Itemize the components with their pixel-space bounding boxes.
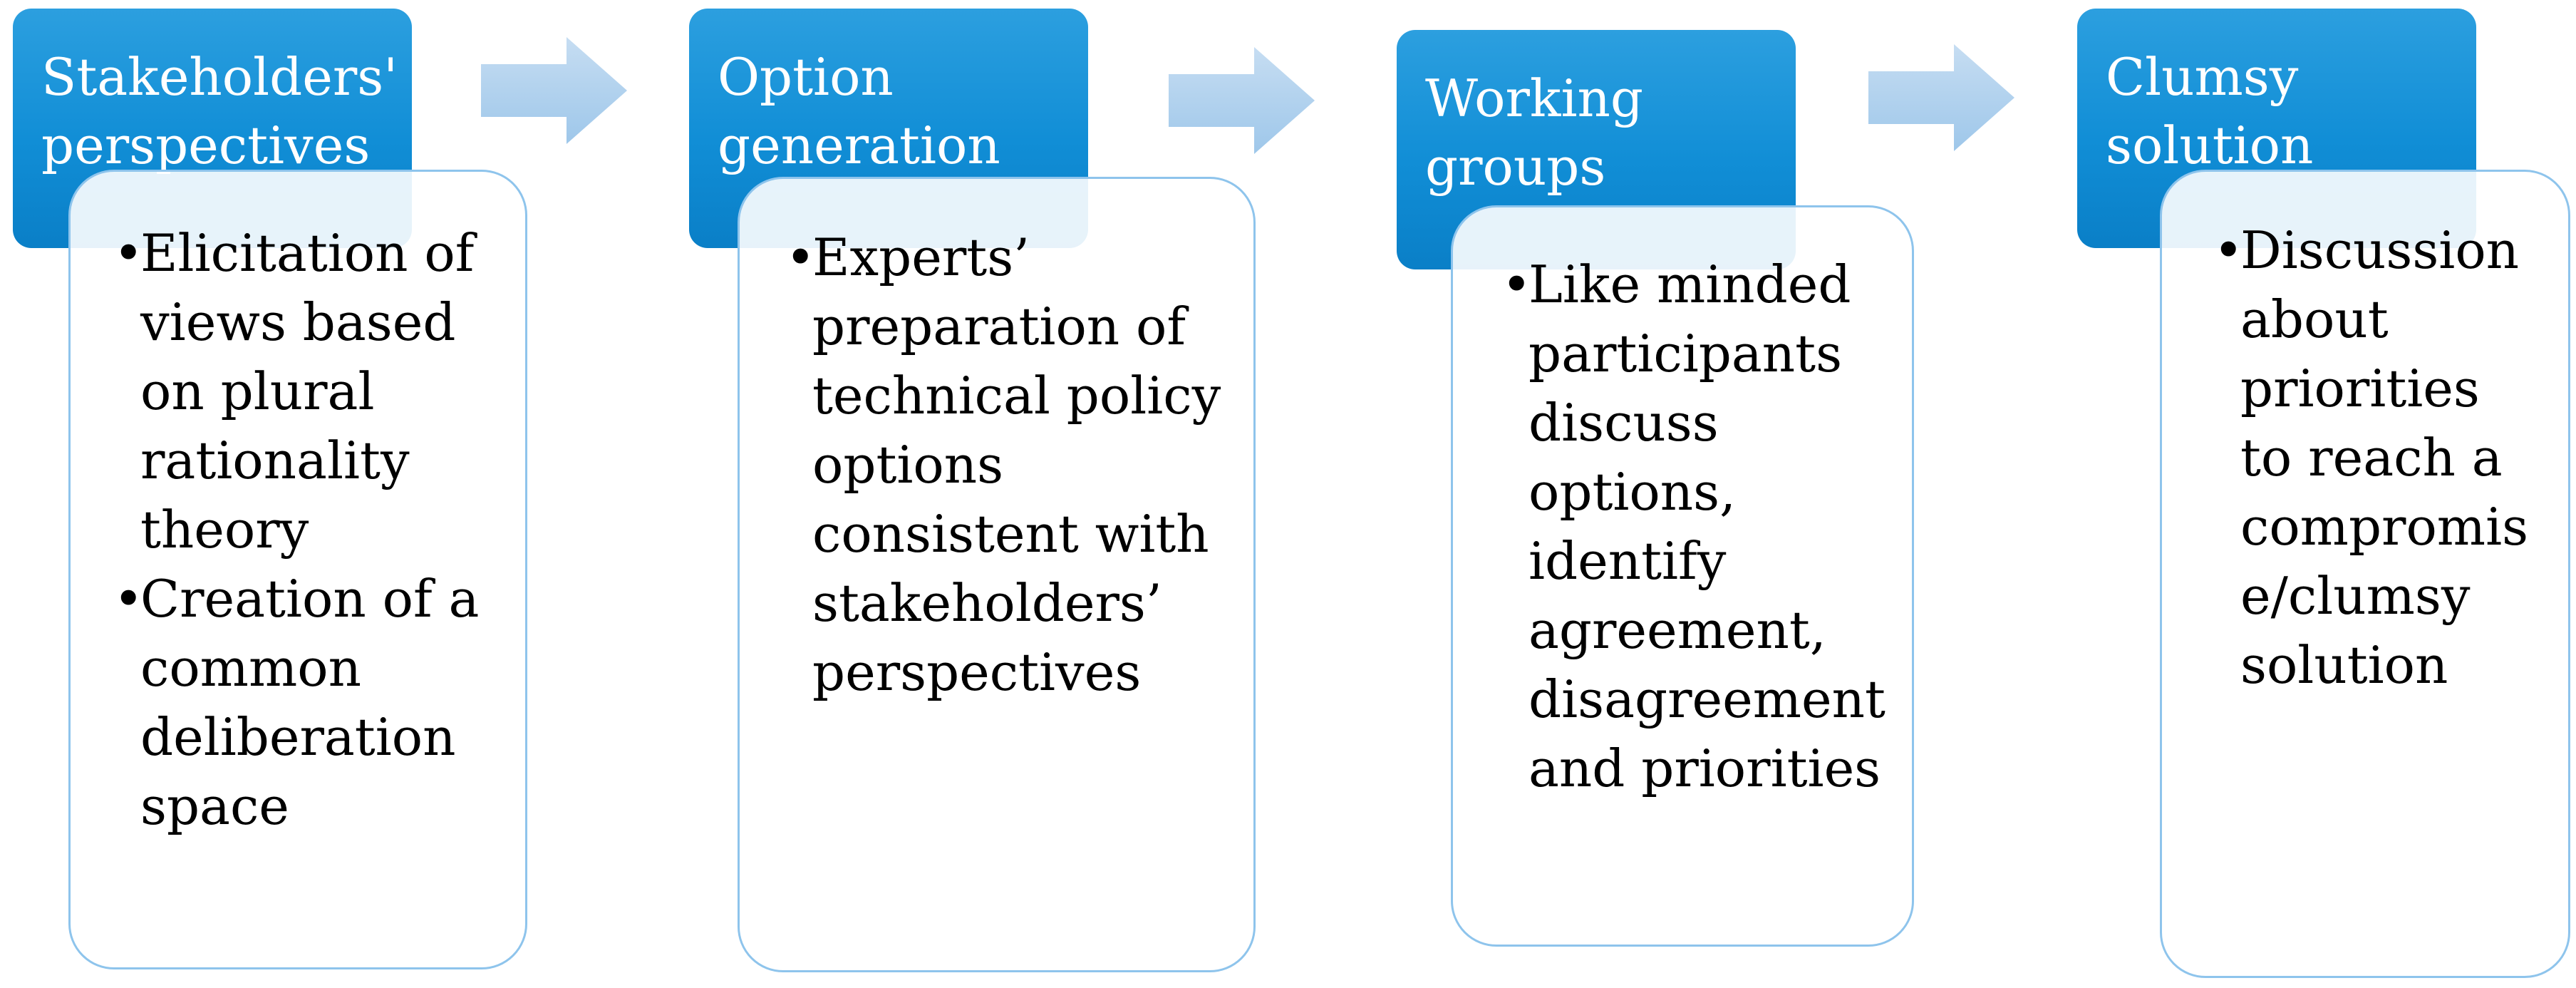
bullet-line: technical policy bbox=[812, 366, 1221, 426]
step-detail-card: Like minded participants discuss options… bbox=[1451, 205, 1914, 947]
step-detail-card: Elicitation of views based on plural rat… bbox=[68, 170, 527, 969]
step-title-line: Clumsy bbox=[2106, 47, 2299, 107]
step-title-line: Working bbox=[1425, 68, 1643, 128]
step-detail-card: Discussion about priorities to reach a c… bbox=[2160, 170, 2570, 978]
bullet-list: Experts’ preparation of technical policy… bbox=[785, 223, 1253, 707]
step-title-line: groups bbox=[1425, 137, 1606, 197]
right-arrow-icon bbox=[481, 37, 627, 144]
step-detail-card: Experts’ preparation of technical policy… bbox=[738, 177, 1256, 972]
bullet-line: perspectives bbox=[812, 642, 1142, 702]
step-title-line: perspectives bbox=[41, 115, 371, 175]
right-arrow-icon bbox=[1169, 47, 1315, 154]
right-arrow-icon bbox=[1868, 44, 2014, 151]
bullet-item: Experts’ preparation of technical policy… bbox=[785, 223, 1253, 707]
bullet-line: disagreement bbox=[1528, 669, 1886, 729]
bullet-line: consistent with bbox=[812, 504, 1209, 564]
bullet-item: Creation of a common deliberation space bbox=[113, 565, 525, 841]
bullet-line: Creation of a bbox=[140, 569, 480, 629]
bullet-line: agreement, bbox=[1528, 600, 1826, 660]
bullet-line: e/clumsy bbox=[2240, 566, 2471, 626]
bullet-line: participants bbox=[1528, 324, 1843, 384]
bullet-list: Like minded participants discuss options… bbox=[1501, 250, 1912, 803]
bullet-line: preparation of bbox=[812, 297, 1186, 356]
step-title-line: generation bbox=[718, 115, 1000, 175]
bullet-line: options bbox=[812, 435, 1004, 495]
bullet-line: Elicitation of bbox=[140, 223, 475, 283]
step-title-line: Stakeholders' bbox=[41, 47, 398, 107]
bullet-line: compromis bbox=[2240, 497, 2529, 557]
step-title-line: solution bbox=[2106, 115, 2314, 175]
bullet-item: Like minded participants discuss options… bbox=[1501, 250, 1912, 803]
bullet-line: and priorities bbox=[1528, 739, 1881, 798]
step-header: Stakeholders' perspectives bbox=[13, 9, 412, 248]
bullet-item: Elicitation of views based on plural rat… bbox=[113, 219, 525, 565]
bullet-line: about bbox=[2240, 289, 2389, 349]
bullet-line: Like minded bbox=[1528, 254, 1851, 314]
bullet-line: deliberation bbox=[140, 707, 456, 767]
bullet-line: theory bbox=[140, 500, 309, 560]
bullet-line: solution bbox=[2240, 635, 2448, 695]
bullet-line: stakeholders’ bbox=[812, 573, 1162, 633]
bullet-line: to reach a bbox=[2240, 428, 2503, 488]
bullet-line: space bbox=[140, 776, 289, 836]
bullet-line: identify bbox=[1528, 531, 1727, 591]
bullet-line: discuss bbox=[1528, 393, 1719, 453]
bullet-line: priorities bbox=[2240, 359, 2480, 418]
bullet-list: Elicitation of views based on plural rat… bbox=[113, 219, 525, 841]
bullet-line: common bbox=[140, 638, 361, 698]
bullet-item: Discussion about priorities to reach a c… bbox=[2213, 216, 2568, 700]
bullet-line: on plural bbox=[140, 361, 375, 421]
bullet-line: Experts’ bbox=[812, 227, 1030, 287]
step-title-line: Option bbox=[718, 47, 894, 107]
bullet-line: rationality bbox=[140, 431, 410, 490]
bullet-list: Discussion about priorities to reach a c… bbox=[2213, 216, 2568, 700]
bullet-line: Discussion bbox=[2240, 220, 2520, 280]
bullet-line: options, bbox=[1528, 462, 1736, 522]
bullet-line: views based bbox=[140, 292, 456, 352]
